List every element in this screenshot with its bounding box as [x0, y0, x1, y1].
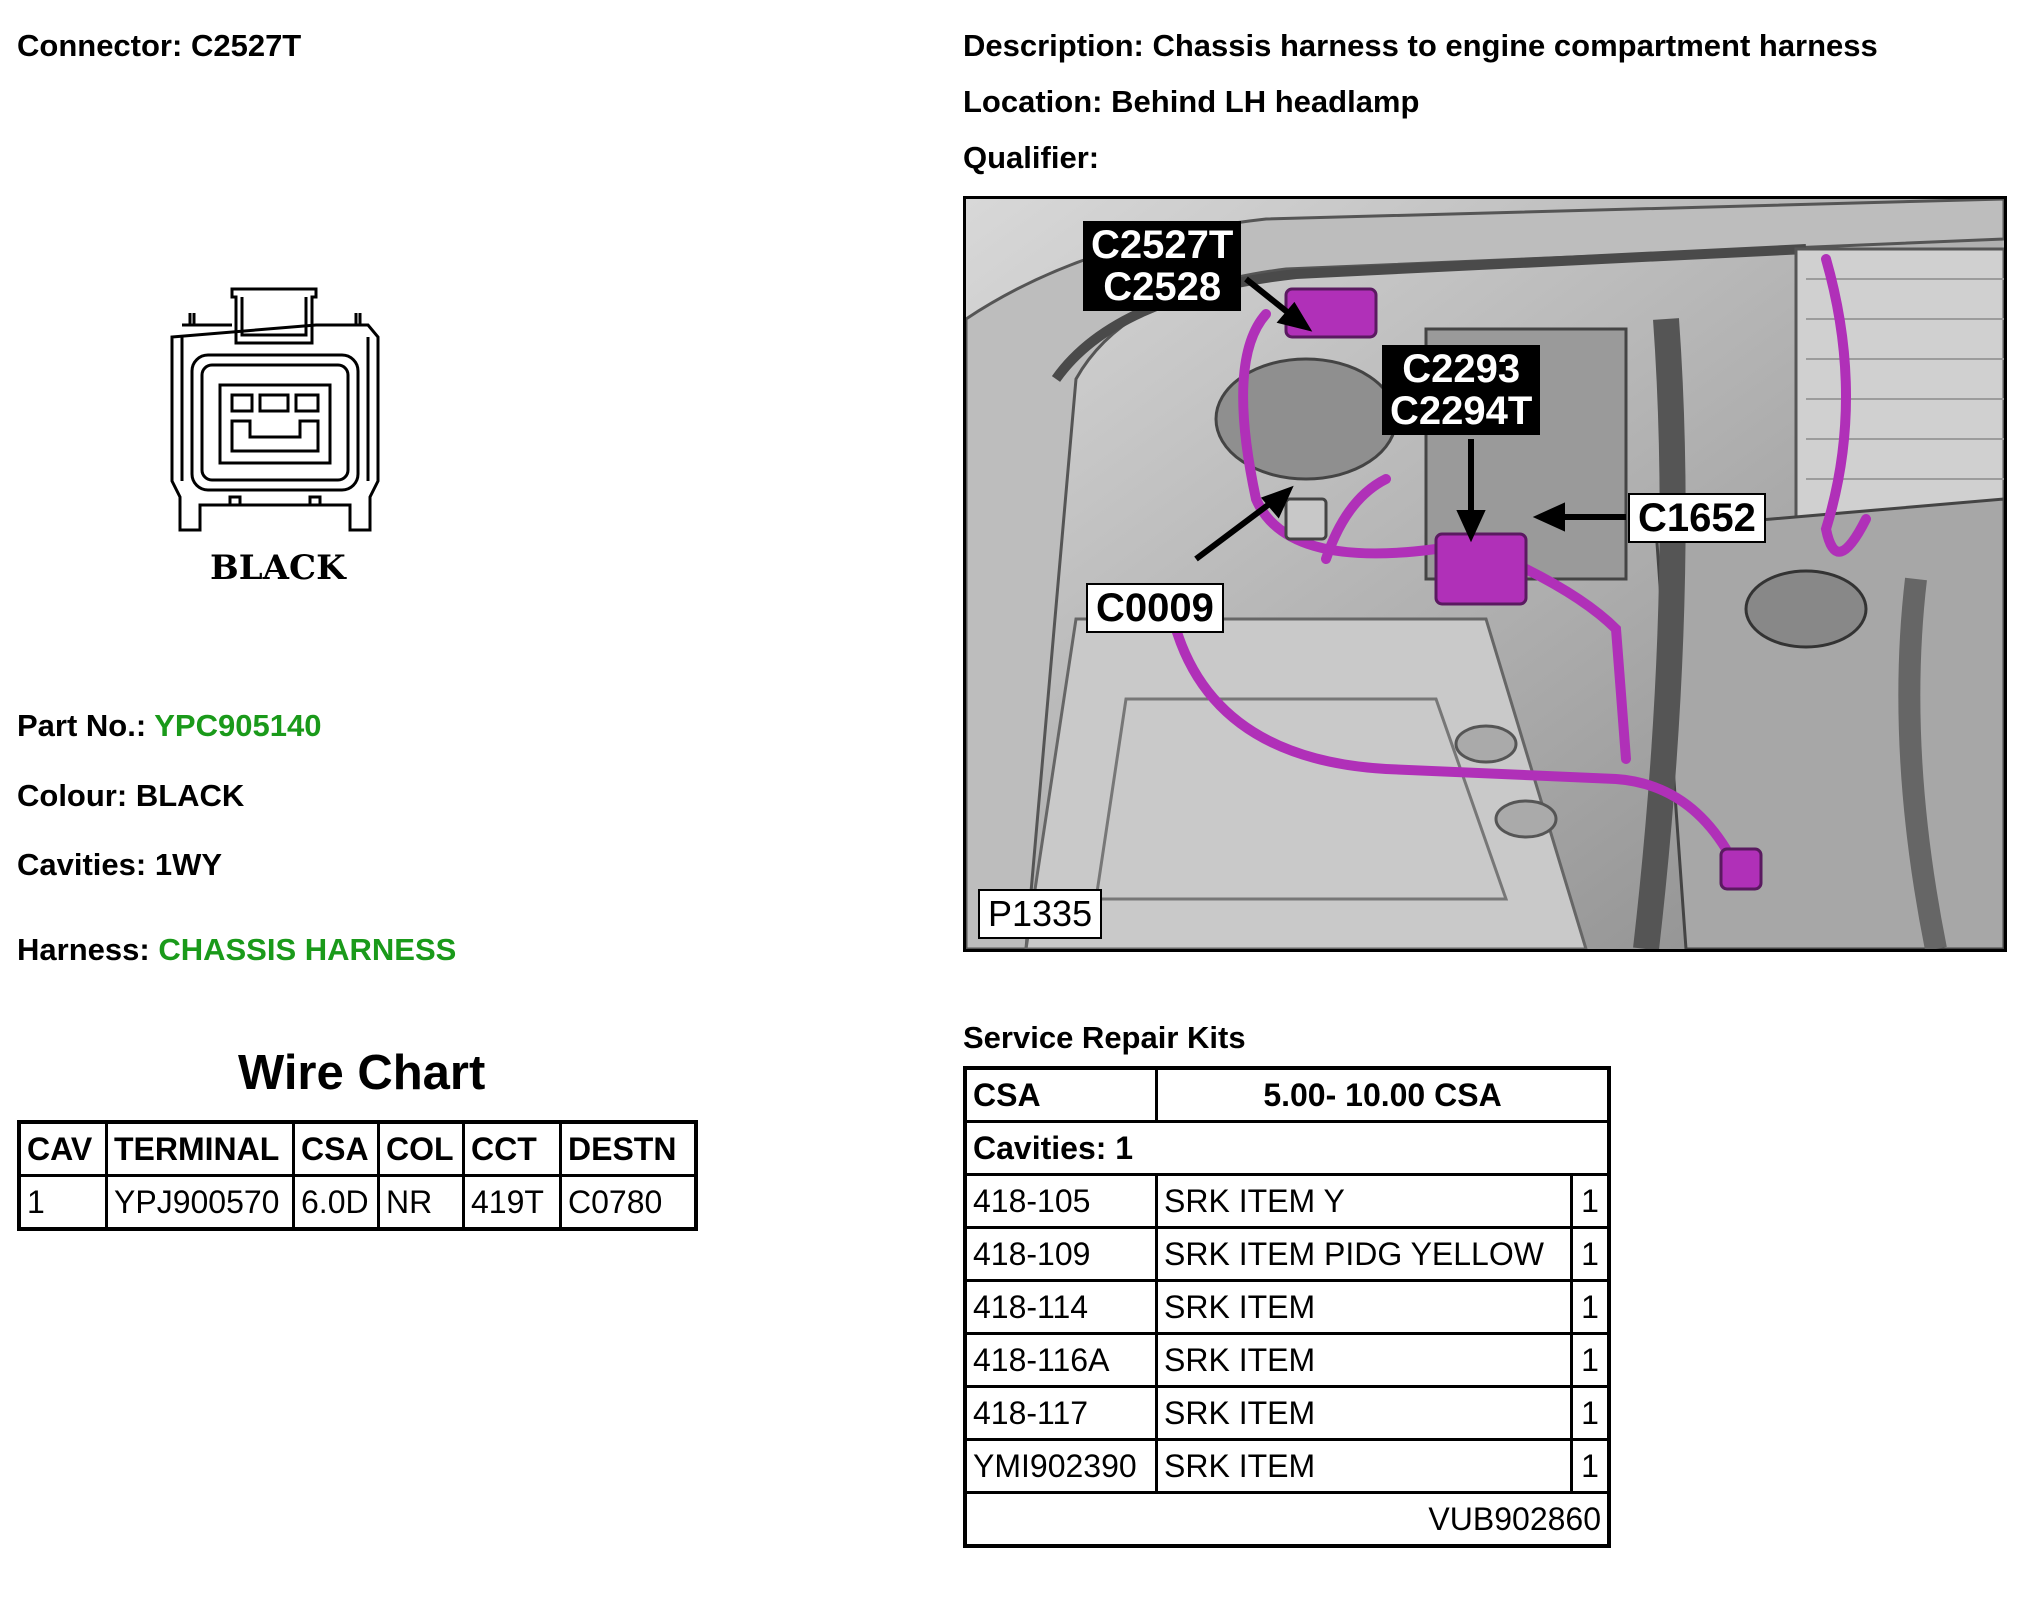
connector-value: C2527T — [190, 28, 302, 63]
header-destn: DESTN — [559, 1120, 698, 1177]
table-row: 418-116A SRK ITEM 1 — [963, 1332, 1611, 1388]
table-row: 418-114 SRK ITEM 1 — [963, 1279, 1611, 1335]
harness: Harness: CHASSIS HARNESS — [17, 932, 456, 968]
header-csa: CSA — [292, 1120, 380, 1177]
cavities-label: Cavities: — [17, 847, 147, 882]
qualifier-label: Qualifier: — [963, 140, 1100, 175]
csa-label: CSA — [963, 1066, 1158, 1123]
kit-desc: SRK ITEM Y — [1155, 1173, 1573, 1229]
csa-row: CSA 5.00- 10.00 CSA — [963, 1066, 1611, 1123]
location: Location: Behind LH headlamp — [963, 84, 1419, 120]
kit-code: YMI902390 — [963, 1438, 1158, 1494]
cell-cct: 419T — [462, 1174, 562, 1231]
part-number: Part No.: YPC905140 — [17, 708, 321, 744]
cell-col: NR — [377, 1174, 465, 1231]
kit-desc: SRK ITEM — [1155, 1438, 1573, 1494]
connector-location-image: C2527T C2528 C2293 C2294T C1652 C0009 P1… — [963, 196, 2007, 952]
header-cct: CCT — [462, 1120, 562, 1177]
kit-qty: 1 — [1570, 1332, 1611, 1388]
cell-destn: C0780 — [559, 1174, 698, 1231]
cavities: Cavities: 1WY — [17, 847, 222, 883]
part-value[interactable]: YPC905140 — [154, 708, 322, 743]
qualifier: Qualifier: — [963, 140, 1099, 176]
table-row: 418-105 SRK ITEM Y 1 — [963, 1173, 1611, 1229]
connector-colour-caption: BLACK — [210, 548, 346, 588]
kit-qty: 1 — [1570, 1438, 1611, 1494]
location-value: Behind LH headlamp — [1111, 84, 1420, 119]
colour: Colour: BLACK — [17, 778, 244, 814]
table-row: 418-109 SRK ITEM PIDG YELLOW 1 — [963, 1226, 1611, 1282]
header-cav: CAV — [17, 1120, 108, 1177]
header-terminal: TERMINAL — [105, 1120, 295, 1177]
csa-value: 5.00- 10.00 CSA — [1155, 1066, 1611, 1123]
table-row: 1 YPJ900570 6.0D NR 419T C0780 — [17, 1174, 698, 1231]
kit-code: 418-116A — [963, 1332, 1158, 1388]
connector-face-diagram — [170, 287, 380, 532]
connector-label: Connector: — [17, 28, 183, 63]
service-repair-kits-title: Service Repair Kits — [963, 1020, 1246, 1055]
description: Description: Chassis harness to engine c… — [963, 28, 1878, 64]
cavities-row: Cavities: 1 — [963, 1120, 1611, 1176]
kit-footer-code: VUB902860 — [963, 1491, 1611, 1548]
part-label: Part No.: — [17, 708, 147, 743]
kit-desc: SRK ITEM — [1155, 1385, 1573, 1441]
kit-desc: SRK ITEM — [1155, 1332, 1573, 1388]
table-row: 418-117 SRK ITEM 1 — [963, 1385, 1611, 1441]
engine-bay-illustration — [966, 199, 2004, 949]
image-code: P1335 — [978, 889, 1103, 939]
colour-label: Colour: — [17, 778, 128, 813]
location-label: Location: — [963, 84, 1103, 119]
connector-id: Connector: C2527T — [17, 28, 301, 64]
callout-c2527t-c2528: C2527T C2528 — [1083, 221, 1242, 311]
description-value: Chassis harness to engine compartment ha… — [1152, 28, 1878, 63]
kit-qty: 1 — [1570, 1385, 1611, 1441]
kit-code: 418-109 — [963, 1226, 1158, 1282]
kit-code: 418-117 — [963, 1385, 1158, 1441]
description-label: Description: — [963, 28, 1144, 63]
header-col: COL — [377, 1120, 465, 1177]
cell-cav: 1 — [17, 1174, 108, 1231]
service-repair-kits-table: CSA 5.00- 10.00 CSA Cavities: 1 418-105 … — [963, 1066, 1611, 1548]
wire-chart-table: CAV TERMINAL CSA COL CCT DESTN 1 YPJ9005… — [17, 1120, 698, 1231]
kit-desc: SRK ITEM — [1155, 1279, 1573, 1335]
kit-qty: 1 — [1570, 1173, 1611, 1229]
harness-label: Harness: — [17, 932, 150, 967]
kit-code: 418-114 — [963, 1279, 1158, 1335]
kit-desc: SRK ITEM PIDG YELLOW — [1155, 1226, 1573, 1282]
cavities-value: 1WY — [154, 847, 223, 882]
cell-terminal: YPJ900570 — [105, 1174, 295, 1231]
callout-c1652: C1652 — [1628, 493, 1766, 543]
table-row: YMI902390 SRK ITEM 1 — [963, 1438, 1611, 1494]
colour-value: BLACK — [135, 778, 245, 813]
kit-qty: 1 — [1570, 1226, 1611, 1282]
callout-c2293-c2294t: C2293 C2294T — [1382, 345, 1541, 435]
kit-qty: 1 — [1570, 1279, 1611, 1335]
wire-chart-title: Wire Chart — [238, 1046, 486, 1100]
connector-c2293-marker — [1434, 532, 1528, 606]
footer-row: VUB902860 — [963, 1491, 1611, 1548]
connector-c0009-marker — [1284, 497, 1328, 541]
wire-chart-header-row: CAV TERMINAL CSA COL CCT DESTN — [17, 1120, 698, 1177]
callout-c0009: C0009 — [1086, 583, 1224, 633]
kit-code: 418-105 — [963, 1173, 1158, 1229]
harness-value[interactable]: CHASSIS HARNESS — [158, 932, 457, 967]
cavities-count: Cavities: 1 — [963, 1120, 1611, 1176]
cell-csa: 6.0D — [292, 1174, 380, 1231]
